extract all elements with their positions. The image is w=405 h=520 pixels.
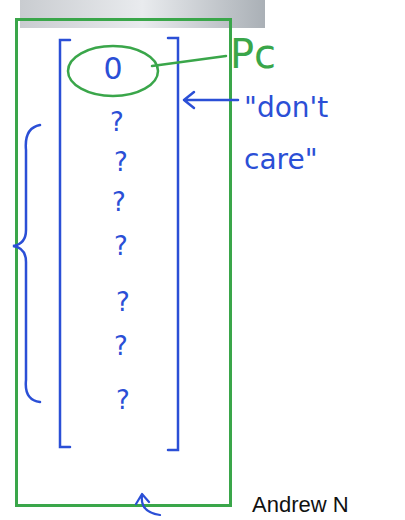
annotation-label: Pc bbox=[230, 34, 276, 74]
unknown-value: ? bbox=[114, 149, 128, 175]
annotation-note: "don't care" bbox=[244, 82, 354, 186]
left-bracket bbox=[60, 40, 70, 447]
unknown-value: ? bbox=[116, 387, 130, 413]
leader-line bbox=[152, 56, 226, 66]
unknown-value: ? bbox=[114, 333, 128, 359]
unknown-value: ? bbox=[116, 289, 130, 315]
vector-value: 0 bbox=[104, 54, 123, 84]
right-bracket bbox=[168, 38, 178, 450]
outer-box: ??????? 0 bbox=[15, 18, 232, 507]
highlight-ellipse: 0 bbox=[68, 46, 158, 96]
ellipse-outline bbox=[68, 46, 158, 96]
watermark: Andrew N bbox=[252, 494, 349, 516]
unknown-value: ? bbox=[112, 189, 126, 215]
unknown-value: ? bbox=[114, 233, 128, 259]
unknown-value: ? bbox=[110, 109, 124, 135]
photo-strip bbox=[20, 0, 265, 28]
